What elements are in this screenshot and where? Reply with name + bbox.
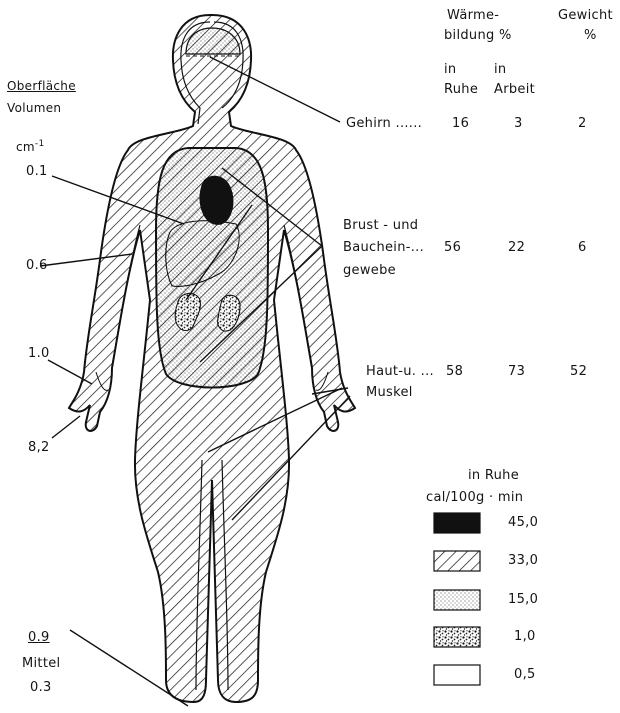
heat-header-line1: Wärme- xyxy=(447,8,499,24)
row-trunk-work: 22 xyxy=(508,240,525,256)
ratio-value-1: 0.1 xyxy=(26,164,48,180)
ratio-value-4: 8,2 xyxy=(28,440,50,456)
row-muscle-work: 73 xyxy=(508,364,525,380)
row-muscle-rest: 58 xyxy=(446,364,463,380)
work-subheader-line1: in xyxy=(494,62,506,78)
legend-swatch-fine-dots xyxy=(434,590,480,610)
rest-subheader-line1: in xyxy=(444,62,456,78)
legend-title-1: in Ruhe xyxy=(468,468,519,484)
heat-header-line2: bildung % xyxy=(444,28,512,44)
row-brain-rest: 16 xyxy=(452,116,469,132)
legend-value-5: 0,5 xyxy=(514,667,536,683)
legend-swatch-blank xyxy=(434,665,480,685)
rest-subheader-line2: Ruhe xyxy=(444,82,478,98)
legend-value-2: 33,0 xyxy=(508,553,538,569)
legend-swatch-black xyxy=(434,513,480,533)
row-brain-weight: 2 xyxy=(578,116,587,132)
row-trunk-label-2: Bauchein-... xyxy=(343,240,424,256)
row-brain-label: Gehirn ...... xyxy=(346,116,422,132)
ratio-value-3: 1.0 xyxy=(28,346,50,362)
surface-label: Oberfläche xyxy=(7,78,76,94)
legend-value-4: 1,0 xyxy=(514,629,536,645)
weight-header-line1: Gewicht xyxy=(558,8,613,24)
row-muscle-label-1: Haut-u. ... xyxy=(366,364,434,380)
work-subheader-line2: Arbeit xyxy=(494,82,535,98)
row-muscle-weight: 52 xyxy=(570,364,587,380)
legend-title-2: cal/100g · min xyxy=(426,490,523,506)
legend-value-1: 45,0 xyxy=(508,515,538,531)
legend-value-3: 15,0 xyxy=(508,592,538,608)
mean-value-bottom: 0.3 xyxy=(30,680,52,696)
weight-header-line2: % xyxy=(584,28,597,44)
row-trunk-rest: 56 xyxy=(444,240,461,256)
legend-swatch-hatched xyxy=(434,551,480,571)
row-trunk-label-1: Brust - und xyxy=(343,218,418,234)
row-muscle-label-2: Muskel xyxy=(366,385,413,401)
ratio-value-2: 0.6 xyxy=(26,258,48,274)
row-trunk-weight: 6 xyxy=(578,240,587,256)
volume-label: Volumen xyxy=(7,100,61,116)
row-brain-work: 3 xyxy=(514,116,523,132)
legend-swatch-coarse-dots xyxy=(434,627,480,647)
row-trunk-label-3: gewebe xyxy=(343,263,396,279)
mean-label: Mittel xyxy=(22,656,60,672)
unit-exponent: -1 xyxy=(35,139,45,149)
mean-value-top: 0.9 xyxy=(28,630,50,646)
unit-label: cm-1 xyxy=(16,136,44,155)
